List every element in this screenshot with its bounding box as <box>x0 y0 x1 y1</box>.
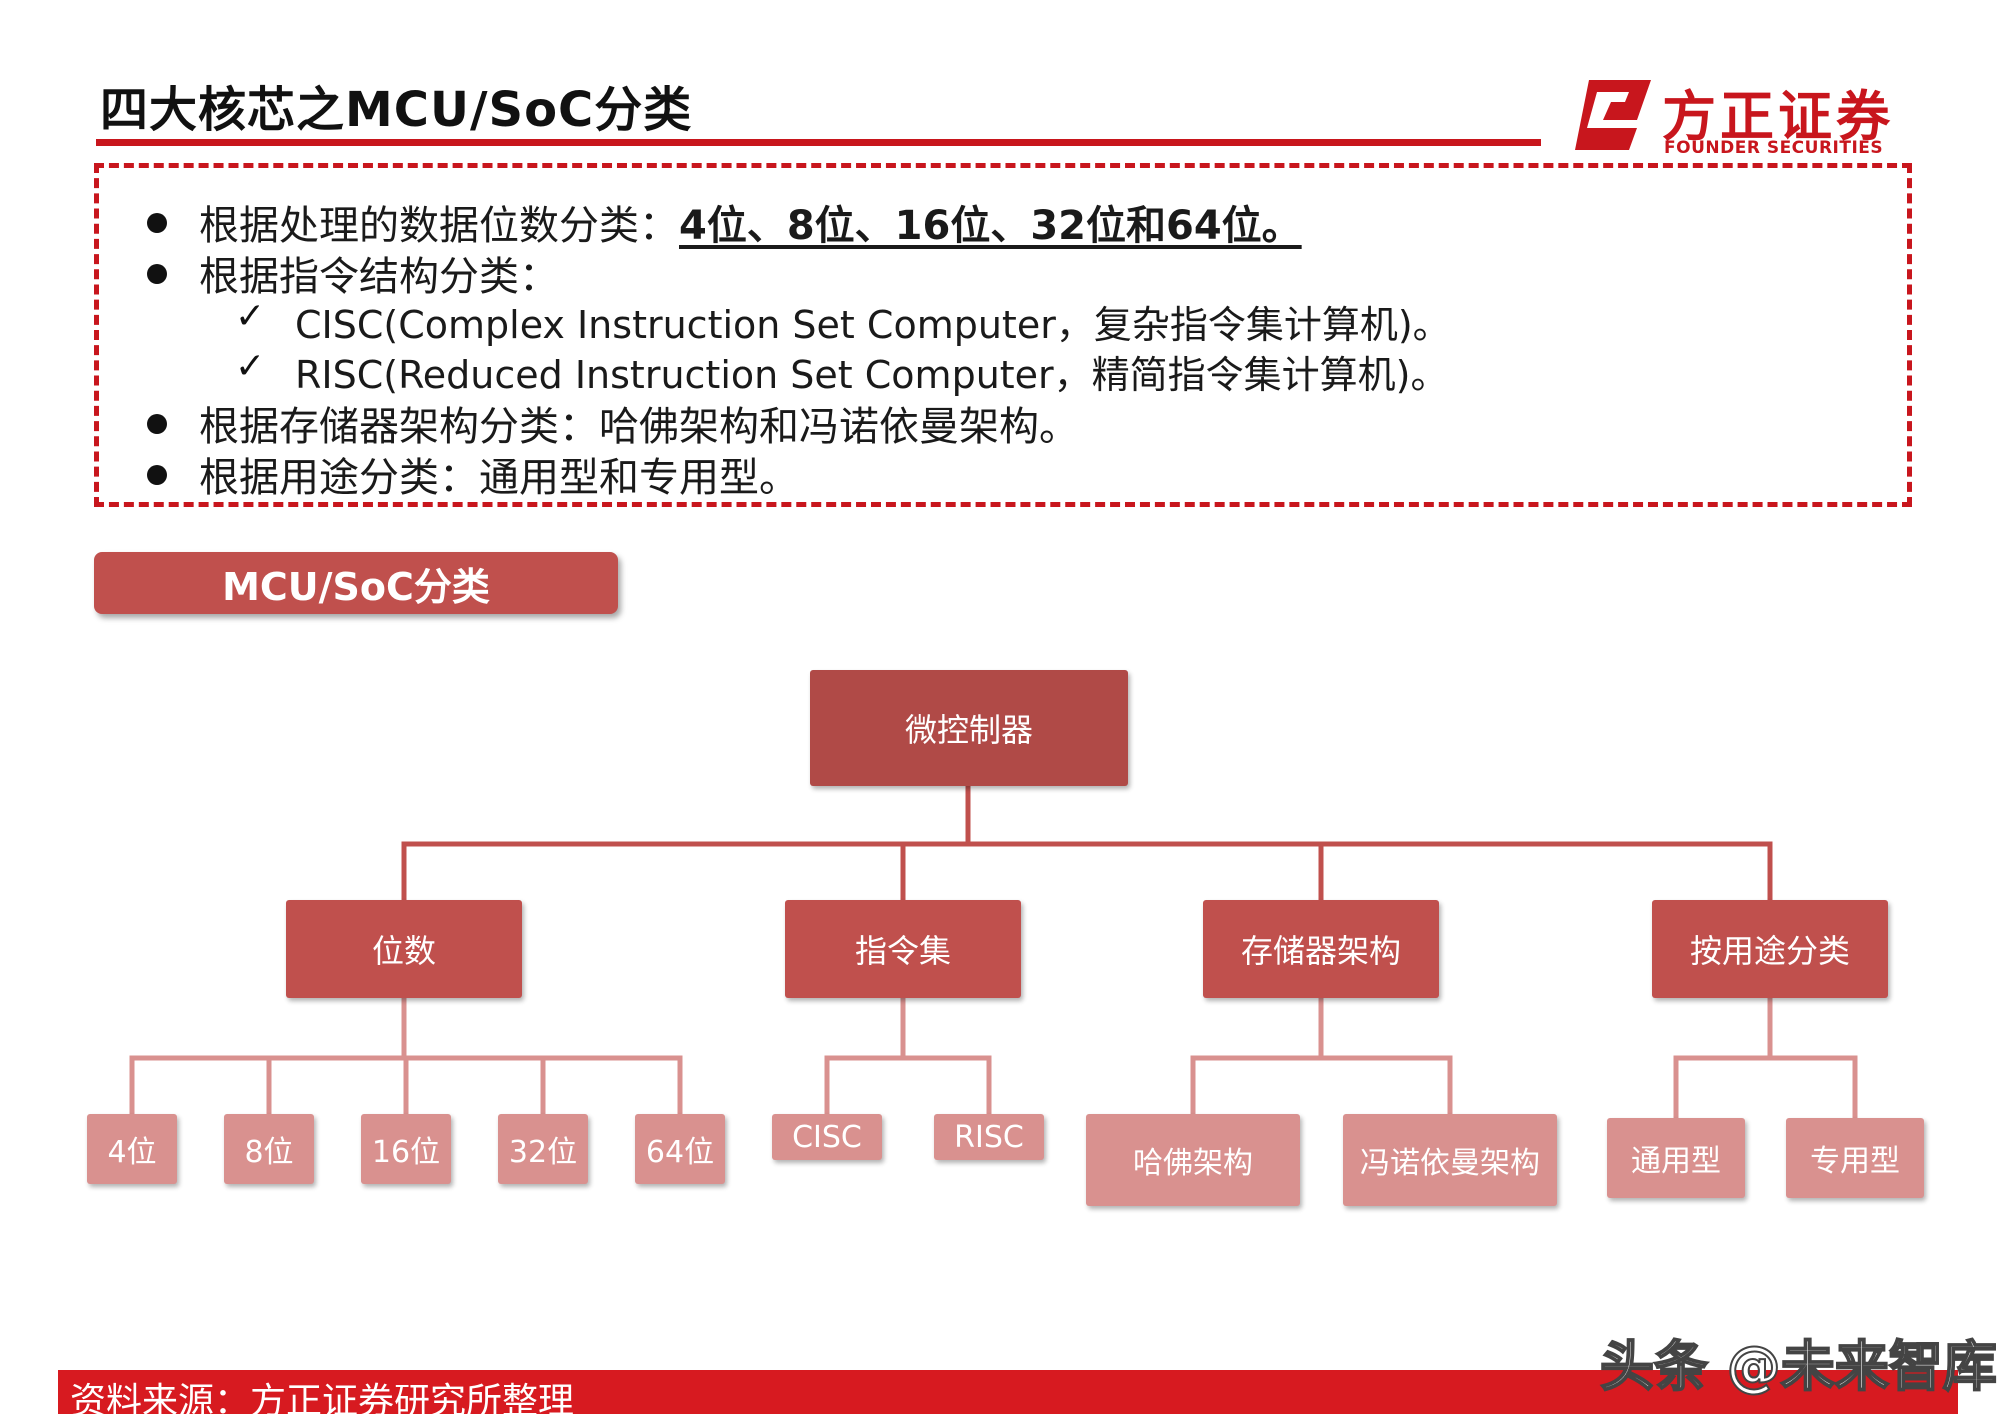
summary-line-memory: 根据存储器架构分类：哈佛架构和冯诺依曼架构。 <box>199 404 1079 450</box>
watermark: 头条 @未来智库 <box>1599 1334 1998 1399</box>
logo-text-en: FOUNDER SECURITIES <box>1664 138 1884 158</box>
tree-leaf-harvard: 哈佛架构 <box>1086 1114 1300 1206</box>
page-title: 四大核芯之MCU/SoC分类 <box>100 82 693 138</box>
logo-text-cn: 方正证券 <box>1662 85 1894 148</box>
tree-node-usage: 按用途分类 <box>1652 900 1888 998</box>
checkmark-icon: ✓ <box>235 346 266 387</box>
bullet-icon <box>147 264 167 284</box>
tree-leaf-32bit: 32位 <box>498 1114 588 1184</box>
tree-leaf-von-neumann: 冯诺依曼架构 <box>1343 1114 1557 1206</box>
tree-node-instruction-set: 指令集 <box>785 900 1021 998</box>
title-divider <box>96 139 1541 146</box>
tree-leaf-8bit: 8位 <box>224 1114 314 1184</box>
tree-leaf-special-purpose: 专用型 <box>1786 1118 1924 1198</box>
checkmark-icon: ✓ <box>235 296 266 337</box>
tree-root-node: 微控制器 <box>810 670 1128 786</box>
summary-line-instruction: 根据指令结构分类： <box>199 254 559 300</box>
tree-leaf-64bit: 64位 <box>635 1114 725 1184</box>
summary-line-bits-values: 4位、8位、16位、32位和64位。 <box>679 203 1302 249</box>
bullet-icon <box>147 213 167 233</box>
section-banner: MCU/SoC分类 <box>94 552 618 614</box>
summary-line-bits-prefix: 根据处理的数据位数分类： <box>199 203 679 249</box>
footer-bar <box>58 1370 1958 1414</box>
summary-line-cisc: CISC(Complex Instruction Set Computer，复杂… <box>295 303 1451 347</box>
bullet-icon <box>147 465 167 485</box>
summary-line-bits: 根据处理的数据位数分类：4位、8位、16位、32位和64位。 <box>199 193 1302 251</box>
tree-leaf-risc: RISC <box>934 1114 1044 1160</box>
tree-leaf-4bit: 4位 <box>87 1114 177 1184</box>
summary-box: 根据处理的数据位数分类：4位、8位、16位、32位和64位。 根据指令结构分类：… <box>94 163 1912 507</box>
summary-line-usage: 根据用途分类：通用型和专用型。 <box>199 455 799 501</box>
footer-source-note: 资料来源：方正证券研究所整理 <box>70 1381 575 1422</box>
founder-logo-icon <box>1575 80 1651 150</box>
tree-node-bits: 位数 <box>286 900 522 998</box>
summary-line-risc: RISC(Reduced Instruction Set Computer，精简… <box>295 353 1449 397</box>
tree-node-memory-architecture: 存储器架构 <box>1203 900 1439 998</box>
tree-leaf-16bit: 16位 <box>361 1114 451 1184</box>
tree-leaf-cisc: CISC <box>772 1114 882 1160</box>
bullet-icon <box>147 414 167 434</box>
tree-leaf-general-purpose: 通用型 <box>1607 1118 1745 1198</box>
